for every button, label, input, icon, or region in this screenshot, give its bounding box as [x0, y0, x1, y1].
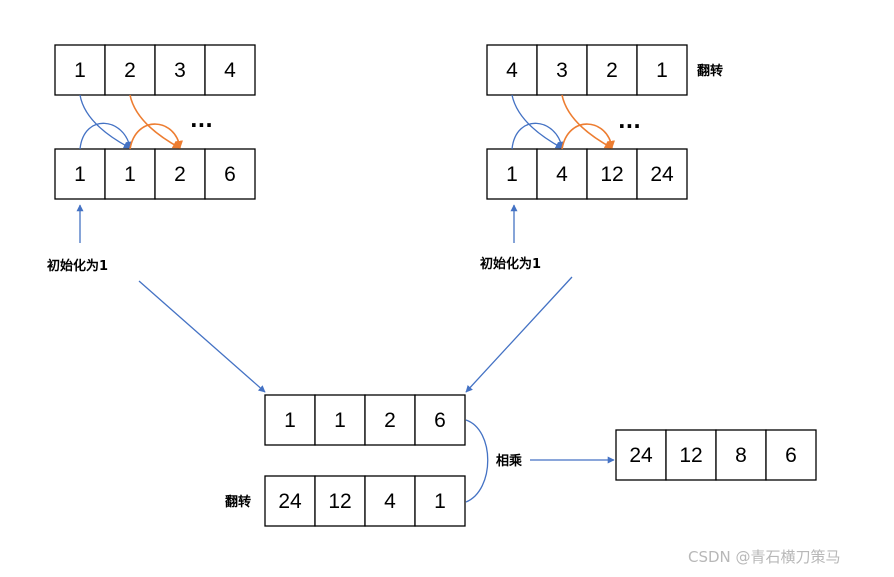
array-cell-value: 1: [74, 163, 86, 186]
arrow-left-prefix-to-prefix-orange: [129, 123, 184, 150]
array-cell-value: 24: [629, 444, 653, 467]
array-cell: [54, 44, 106, 96]
array-cell: [765, 429, 817, 481]
array-cell: [636, 44, 688, 96]
arrow-right-prefix-to-prefix: [511, 122, 565, 150]
ellipsis-left: ...: [190, 108, 213, 132]
array-cell-value: 6: [434, 409, 446, 432]
array-cell-value: 4: [506, 59, 518, 82]
array-cell: [204, 148, 256, 200]
array-cell: [314, 394, 366, 446]
array-cell-value: 12: [679, 444, 702, 467]
array-cell-value: 12: [328, 490, 351, 513]
array-result: 24 12 8 6: [615, 429, 817, 481]
multiply-bracket: [465, 419, 489, 503]
array-cell-value: 1: [334, 409, 346, 432]
array-cell-value: 6: [785, 444, 797, 467]
array-cell-value: 1: [656, 59, 668, 82]
label-flip-top: 翻转: [697, 63, 723, 79]
array-cell: [104, 148, 156, 200]
array-cell: [636, 148, 688, 200]
label-init-right: 初始化为1: [480, 256, 541, 272]
array-prefix-left: 1 1 2 6: [54, 148, 256, 200]
array-cell: [104, 44, 156, 96]
watermark: CSDN @青石横刀策马: [688, 548, 841, 566]
array-cell-value: 4: [224, 59, 236, 82]
arrow-left-prefix-to-prefix: [79, 122, 133, 150]
array-cell-value: 1: [284, 409, 296, 432]
label-flip-bottom: 翻转: [225, 494, 251, 510]
array-cell: [154, 44, 206, 96]
label-multiply: 相乘: [496, 453, 523, 469]
array-cell: [264, 394, 316, 446]
array-cell: [264, 475, 316, 527]
array-cell: [364, 394, 416, 446]
array-cell-value: 2: [384, 409, 396, 432]
array-cell-value: 24: [650, 163, 674, 186]
array-cell-value: 8: [735, 444, 747, 467]
array-cell-value: 4: [384, 490, 396, 513]
array-flipped: 24 12 4 1: [264, 475, 466, 527]
array-cell: [414, 394, 466, 446]
array-cell: [715, 429, 767, 481]
arrow-left-input-to-prefix-orange: [129, 94, 181, 149]
array-top-left: 1 2 3 4: [54, 44, 256, 96]
array-cell: [486, 148, 538, 200]
array-cell: [536, 44, 588, 96]
ellipsis-right: ...: [618, 109, 641, 133]
array-cell: [204, 44, 256, 96]
arrow-right-input-to-prefix: [511, 94, 563, 149]
array-cell: [364, 475, 416, 527]
array-cell: [486, 44, 538, 96]
array-cell-value: 1: [434, 490, 446, 513]
array-top-right: 4 3 2 1: [486, 44, 688, 96]
array-cell-value: 2: [174, 163, 186, 186]
array-cell-value: 1: [506, 163, 518, 186]
array-cell: [314, 475, 366, 527]
array-cell-value: 1: [74, 59, 86, 82]
arrow-left-to-combined: [138, 280, 266, 393]
array-cell-value: 12: [600, 163, 623, 186]
array-cell-value: 2: [124, 59, 136, 82]
arrow-right-prefix-to-prefix-orange: [561, 123, 616, 150]
array-cell: [414, 475, 466, 527]
array-cell-value: 1: [124, 163, 136, 186]
array-prefix-right: 1 4 12 24: [486, 148, 688, 200]
array-cell: [154, 148, 206, 200]
arrow-right-to-combined: [465, 276, 573, 393]
array-cell-value: 3: [174, 59, 186, 82]
array-cell: [615, 429, 667, 481]
array-cell-value: 2: [606, 59, 618, 82]
arrow-right-input-to-prefix-orange: [561, 94, 613, 149]
label-init-left: 初始化为1: [47, 258, 108, 274]
array-cell: [54, 148, 106, 200]
array-cell-value: 4: [556, 163, 568, 186]
array-cell-value: 24: [278, 490, 302, 513]
array-combined: 1 1 2 6: [264, 394, 466, 446]
arrow-left-input-to-prefix: [79, 94, 131, 149]
array-cell-value: 3: [556, 59, 568, 82]
array-cell-value: 6: [224, 163, 236, 186]
